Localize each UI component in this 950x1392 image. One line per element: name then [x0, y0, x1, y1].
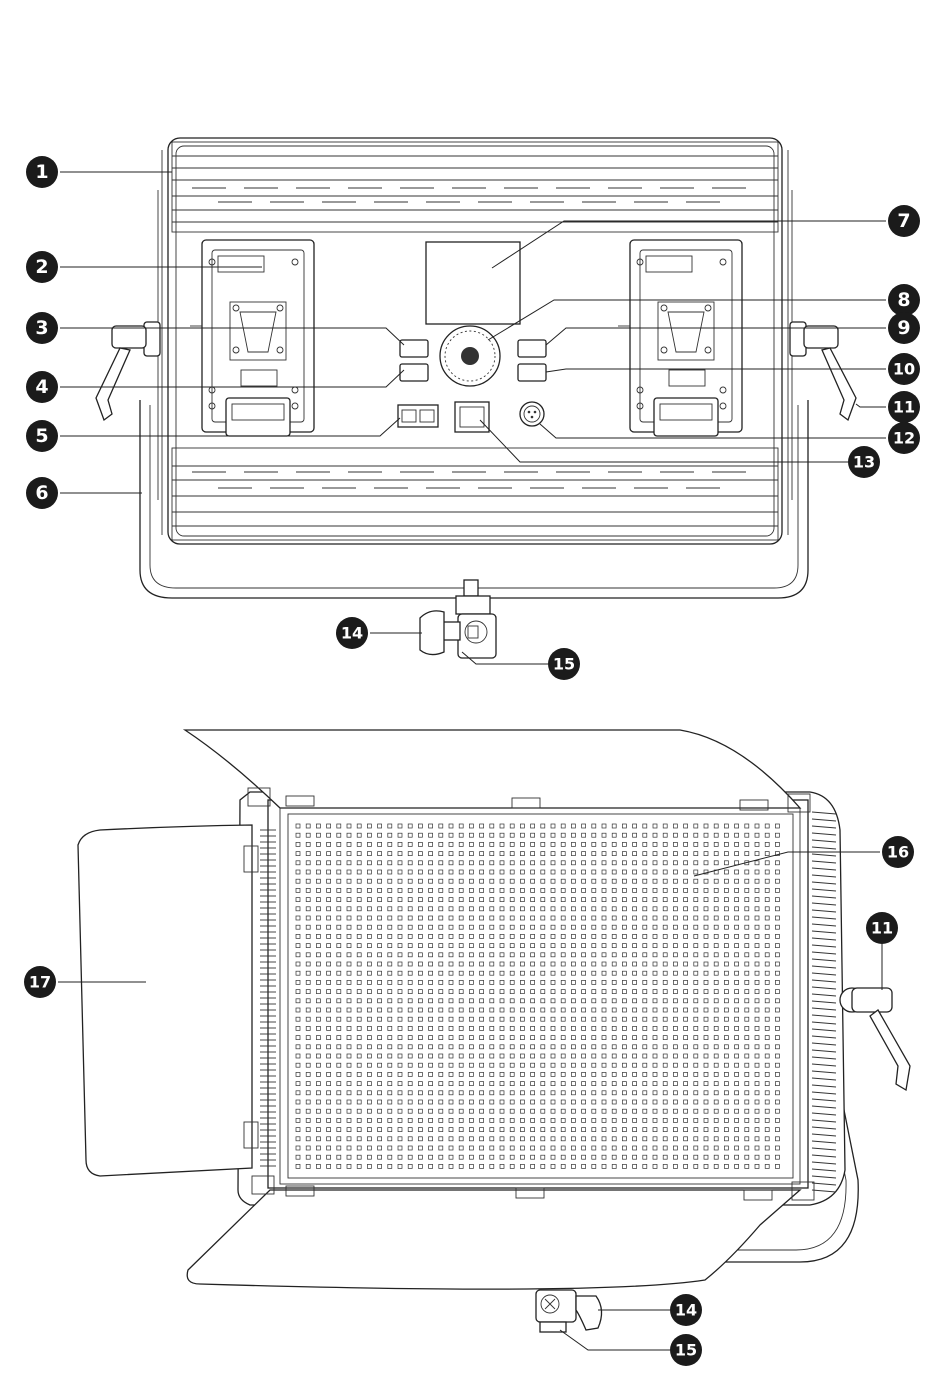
callout-12: 12 [888, 422, 920, 454]
front-mount-spigot [536, 1290, 576, 1332]
control-knob[interactable] [440, 326, 500, 386]
callout-4: 4 [26, 371, 58, 403]
svg-text:10: 10 [893, 360, 915, 379]
svg-text:15: 15 [553, 655, 575, 674]
callout-10: 10 [888, 353, 920, 385]
led-array-frame [268, 800, 808, 1188]
callout-5: 5 [26, 420, 58, 452]
svg-text:2: 2 [35, 256, 48, 278]
callout-11-front: 11 [866, 912, 898, 944]
svg-text:13: 13 [853, 453, 875, 472]
right-lower-button[interactable] [518, 364, 546, 381]
dual-network-port [398, 405, 438, 427]
svg-text:5: 5 [35, 425, 48, 447]
svg-text:11: 11 [871, 919, 893, 938]
svg-text:16: 16 [887, 843, 909, 862]
power-switch[interactable] [455, 402, 489, 432]
callout-13: 13 [848, 446, 880, 478]
lcd-display [426, 242, 520, 324]
svg-text:9: 9 [897, 317, 910, 339]
callout-2: 2 [26, 251, 58, 283]
svg-text:11: 11 [893, 398, 915, 417]
callout-11: 11 [888, 391, 920, 423]
callout-17: 17 [24, 966, 56, 998]
svg-text:1: 1 [35, 161, 48, 183]
svg-text:8: 8 [897, 289, 910, 311]
svg-text:3: 3 [35, 317, 48, 339]
callout-3: 3 [26, 312, 58, 344]
callout-14: 14 [336, 617, 368, 649]
callout-7: 7 [888, 205, 920, 237]
bottom-barndoor[interactable] [187, 1190, 800, 1289]
callout-9: 9 [888, 312, 920, 344]
svg-text:14: 14 [341, 624, 363, 643]
callout-15: 15 [548, 648, 580, 680]
left-lower-button[interactable] [400, 364, 428, 381]
right-vmount-battery-plate [618, 240, 742, 436]
mount-lock-knob[interactable] [420, 611, 460, 655]
callout-6: 6 [26, 477, 58, 509]
left-vmount-battery-plate [190, 240, 314, 436]
callout-8: 8 [888, 284, 920, 316]
callout-1: 1 [26, 156, 58, 188]
left-barndoor[interactable] [78, 825, 252, 1176]
dc-power-input [520, 402, 544, 426]
svg-text:6: 6 [35, 482, 48, 504]
svg-text:12: 12 [893, 429, 915, 448]
svg-text:14: 14 [675, 1301, 697, 1320]
front-view [78, 730, 910, 1332]
top-barndoor[interactable] [185, 730, 800, 808]
svg-text:17: 17 [29, 973, 51, 992]
mount-spigot [456, 580, 496, 658]
left-upper-button[interactable] [400, 340, 428, 357]
right-upper-button[interactable] [518, 340, 546, 357]
front-mount-lock-knob[interactable] [576, 1296, 602, 1330]
right-lock-handle[interactable] [790, 322, 856, 420]
callout-15-front: 15 [670, 1334, 702, 1366]
svg-text:15: 15 [675, 1341, 697, 1360]
front-lock-handle[interactable] [840, 988, 910, 1090]
back-view [96, 138, 856, 658]
callout-16: 16 [882, 836, 914, 868]
svg-text:4: 4 [35, 376, 48, 398]
callout-14-front: 14 [670, 1294, 702, 1326]
svg-text:7: 7 [897, 210, 910, 232]
